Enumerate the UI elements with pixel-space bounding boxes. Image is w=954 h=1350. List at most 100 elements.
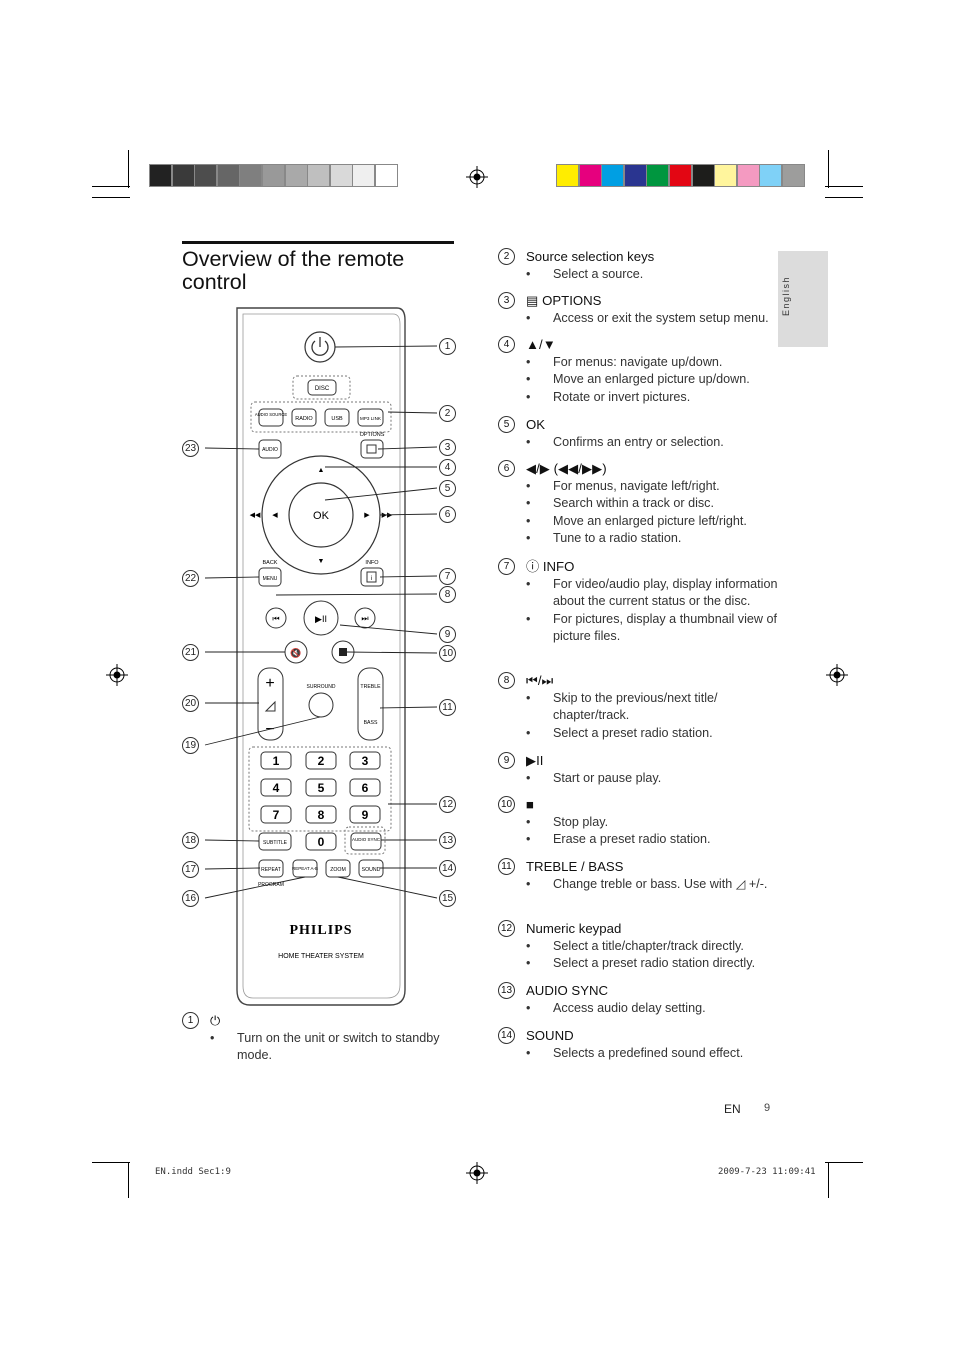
gray-swatch: [194, 164, 218, 187]
entry-title: Numeric keypad: [526, 921, 622, 936]
digit-0-button: [305, 832, 337, 851]
bass-label[interactable]: BASS: [364, 720, 378, 726]
leader-line: [379, 575, 438, 578]
callout-number: 10: [439, 645, 456, 662]
audio-source-label[interactable]: AUDIO SOURCE: [255, 412, 288, 417]
svg-text:▶II: ▶II: [315, 614, 327, 624]
registration-target-icon: [466, 166, 488, 188]
color-swatch: [782, 164, 805, 187]
gray-swatch: [149, 164, 172, 187]
digit-7-label[interactable]: 7: [273, 808, 280, 822]
digit-8-button[interactable]: [305, 805, 337, 824]
options-label: OPTIONS: [360, 432, 385, 438]
leader-line: [337, 876, 438, 899]
digit-9-label[interactable]: 9: [362, 808, 369, 822]
digit-5-button[interactable]: [305, 778, 337, 797]
digit-4-button[interactable]: [260, 778, 292, 797]
digit-2-button[interactable]: [305, 751, 337, 770]
callout-number: 7: [439, 568, 456, 585]
digit-3-button[interactable]: [349, 751, 381, 770]
callout-number: 9: [439, 626, 456, 643]
entry-number: 7: [498, 558, 515, 575]
digit-3-label[interactable]: 3: [362, 754, 369, 768]
entry-title: TREBLE / BASS: [526, 859, 624, 874]
entry-number: 3: [498, 292, 515, 309]
next-button: [354, 607, 376, 629]
digit-2-label[interactable]: 2: [318, 754, 325, 768]
callout-number: 13: [439, 832, 456, 849]
color-swatch: [759, 164, 783, 187]
ok-label[interactable]: OK: [313, 510, 330, 522]
entry-power: 1⏻Turn on the unit or switch to standby …: [182, 1012, 460, 1065]
entry-title: ⏻: [210, 1013, 221, 1028]
entry-title: ⓘ INFO: [526, 559, 575, 574]
surround-button: [308, 692, 334, 718]
brand-logo: PHILIPS: [289, 923, 352, 938]
digit-6-button[interactable]: [349, 778, 381, 797]
color-swatch: [556, 164, 579, 187]
entry-number: 5: [498, 416, 515, 433]
gray-swatch: [284, 164, 308, 187]
leader-line: [379, 513, 438, 516]
leader-line: [204, 576, 260, 579]
digit-1-label[interactable]: 1: [273, 754, 280, 768]
sound-button: [358, 859, 384, 878]
page-title: Overview of the remote control: [182, 241, 454, 294]
sound-label[interactable]: SOUND: [362, 867, 381, 873]
entry-title: Source selection keys: [526, 249, 655, 264]
leader-line: [204, 447, 260, 450]
language-tab-label: English: [781, 275, 792, 317]
entry-bullet: Select a title/chapter/track directly.: [498, 938, 780, 956]
entry-4: 4▲/▼For menus: navigate up/down.Move an …: [498, 336, 780, 406]
play-pause-button: [303, 600, 339, 636]
leader-line: [387, 411, 438, 414]
mp3-link-label[interactable]: MP3 LINK: [360, 416, 382, 421]
digit-0-label[interactable]: 0: [318, 835, 325, 849]
callout-number: 11: [439, 699, 456, 716]
menu-label[interactable]: MENU: [263, 576, 278, 582]
footer-timestamp: 2009-7-23 11:09:41: [718, 1167, 816, 1177]
svg-text:i: i: [371, 576, 372, 582]
zoom-label[interactable]: ZOOM: [330, 867, 346, 873]
subtitle-label[interactable]: SUBTITLE: [263, 840, 288, 846]
leader-line: [334, 345, 438, 348]
digit-1-button[interactable]: [260, 751, 292, 770]
disc-label[interactable]: DISC: [315, 386, 330, 392]
repeat-ab-label[interactable]: REPEAT A-B: [292, 866, 318, 871]
entry-bullet: Rotate or invert pictures.: [498, 389, 780, 407]
entry-number: 6: [498, 460, 515, 477]
entry-8: 8⏮/⏭Skip to the previous/next title/ cha…: [498, 672, 780, 742]
color-swatch: [601, 164, 625, 187]
digit-8-label[interactable]: 8: [318, 808, 325, 822]
repeat-label[interactable]: REPEAT: [261, 867, 281, 873]
color-swatch: [669, 164, 692, 187]
svg-text:+: +: [265, 675, 274, 692]
digit-7-button[interactable]: [260, 805, 292, 824]
entry-5: 5OKConfirms an entry or selection.: [498, 416, 780, 451]
svg-text:◀: ◀: [272, 512, 278, 519]
entry-title: ▶II: [526, 753, 544, 768]
color-swatch: [691, 164, 715, 187]
audio-sync-label[interactable]: AUDIO SYNC: [352, 837, 381, 842]
digit-6-label[interactable]: 6: [362, 781, 369, 795]
entry-number: 14: [498, 1027, 515, 1044]
audio-label[interactable]: AUDIO: [262, 447, 278, 453]
entry-heading: 5 OK: [498, 416, 780, 434]
digit-5-label[interactable]: 5: [318, 781, 325, 795]
digit-4-label[interactable]: 4: [273, 781, 280, 795]
usb-label[interactable]: USB: [331, 416, 343, 422]
entry-title: OK: [526, 417, 546, 432]
leader-line: [324, 487, 438, 501]
entry-bullet: For menus: navigate up/down.: [498, 354, 780, 372]
callout-number: 8: [439, 586, 456, 603]
digit-9-button[interactable]: [349, 805, 381, 824]
leader-line: [204, 876, 306, 899]
leader-line: [204, 867, 261, 870]
treble-label[interactable]: TREBLE: [360, 684, 381, 690]
svg-text:⏮: ⏮: [272, 614, 279, 623]
radio-label[interactable]: RADIO: [295, 416, 313, 422]
